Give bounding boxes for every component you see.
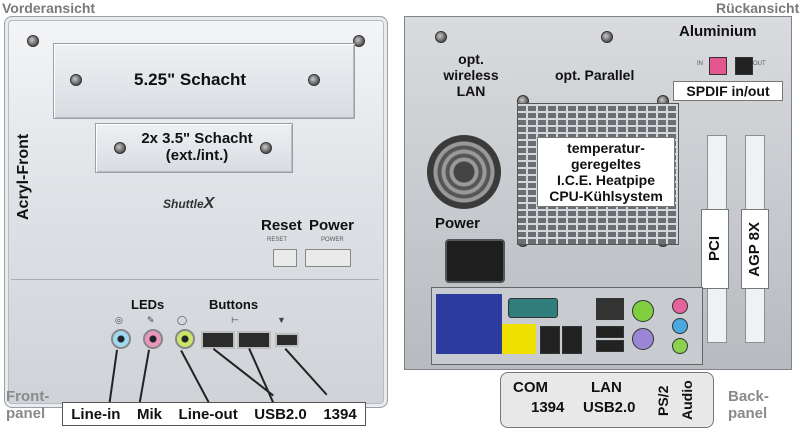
bay-525: 5.25" Schacht: [53, 43, 355, 119]
ps2-kbd-port[interactable]: [632, 328, 654, 350]
leds-label: LEDs: [131, 297, 165, 312]
lan-port[interactable]: [596, 298, 624, 320]
screw-icon: [27, 35, 39, 47]
usb-small-icon: ⊢: [231, 315, 239, 325]
spdif-label: SPDIF in/out: [673, 81, 783, 101]
pci-label: PCI: [706, 236, 723, 262]
reset-small-label: RESET: [267, 237, 288, 243]
aluminium-label: Aluminium: [679, 23, 757, 40]
frontpanel-caption: Front- panel: [6, 388, 49, 422]
heatpipe-line4: CPU-Kühlsystem: [549, 188, 663, 204]
ps2-mouse-port[interactable]: [632, 300, 654, 322]
wireless-line2: wireless: [443, 67, 499, 83]
reset-button[interactable]: [273, 249, 297, 267]
port-label-usb: USB2.0: [254, 405, 307, 423]
power-label: Power: [309, 217, 355, 234]
back-io-labels: COM 1394 LAN USB2.0 PS/2 Audio: [500, 372, 714, 428]
usb-back-1[interactable]: [596, 326, 624, 338]
frontpanel-caption-line2: panel: [6, 405, 46, 422]
mic-jack[interactable]: [143, 329, 163, 349]
buttons-label: Buttons: [209, 297, 259, 312]
wireless-line1: opt.: [458, 51, 484, 67]
shuttle-logo: ShuttleX: [163, 195, 214, 213]
screw-icon: [70, 74, 82, 86]
screw-icon: [308, 74, 320, 86]
shuttle-logo-mark: X: [203, 195, 215, 212]
firewire-small-icon: ▼: [277, 315, 286, 325]
port-label-1394: 1394: [323, 405, 357, 423]
screw-icon: [435, 31, 447, 43]
io-label-ps2: PS/2: [655, 385, 671, 417]
power-small-label: POWER: [321, 237, 344, 243]
bay-35-label: 2x 3.5" Schacht (ext./int.): [132, 130, 262, 164]
reset-label: Reset: [261, 217, 302, 234]
heatpipe-line3: I.C.E. Heatpipe: [556, 172, 656, 188]
screw-icon: [260, 142, 272, 154]
usb-port-2[interactable]: [237, 331, 271, 349]
port-label-mik: Mik: [136, 405, 162, 423]
audio-pink-jack[interactable]: [672, 298, 688, 314]
power-button[interactable]: [305, 249, 351, 267]
io-yellow-block: [502, 324, 536, 354]
backpanel-caption: Back- panel: [728, 388, 769, 422]
divider: [11, 279, 379, 280]
com-port[interactable]: [508, 298, 558, 318]
bay-35: 2x 3.5" Schacht (ext./int.): [95, 123, 293, 173]
power-socket[interactable]: [445, 239, 505, 283]
usb-back-2[interactable]: [596, 340, 624, 352]
screw-icon: [601, 31, 613, 43]
firewire-back-1[interactable]: [540, 326, 560, 354]
wireless-line3: LAN: [456, 83, 486, 99]
parallel-label: opt. Parallel: [555, 67, 635, 83]
port-label-line-out: Line-out: [178, 405, 238, 423]
firewire-back-2[interactable]: [562, 326, 582, 354]
acryl-front-label: Acryl-Front: [15, 133, 32, 221]
port-label-line-in: Line-in: [71, 405, 121, 423]
back-panel: opt. wireless LAN opt. Parallel Aluminiu…: [404, 16, 792, 370]
spdif-out-small: OUT: [753, 61, 766, 67]
bay-35-label-line2: (ext./int.): [165, 147, 229, 164]
heatpipe-line2: geregeltes: [570, 156, 642, 172]
wireless-lan-label: opt. wireless LAN: [439, 51, 503, 99]
frontpanel-caption-line1: Front-: [6, 388, 50, 405]
front-panel: 5.25" Schacht 2x 3.5" Schacht (ext./int.…: [4, 16, 388, 408]
screw-icon: [114, 142, 126, 154]
io-label-usb: USB2.0: [583, 399, 636, 416]
psu-fan-icon: [427, 135, 501, 209]
usb-port-1[interactable]: [201, 331, 235, 349]
heatpipe-label: temperatur- geregeltes I.C.E. Heatpipe C…: [537, 137, 675, 207]
backpanel-caption-line2: panel: [728, 405, 768, 422]
audio-blue-jack[interactable]: [672, 318, 688, 334]
firewire-port[interactable]: [275, 333, 299, 347]
headphone-small-icon: ◎: [115, 315, 123, 325]
spdif-out-port[interactable]: [735, 57, 753, 75]
line-in-jack[interactable]: [111, 329, 131, 349]
line-out-jack[interactable]: [175, 329, 195, 349]
screw-icon: [353, 35, 365, 47]
io-shield: [431, 287, 703, 365]
heatpipe-line1: temperatur-: [567, 140, 645, 156]
io-label-1394: 1394: [531, 399, 565, 416]
front-port-labels: Line-in Mik Line-out USB2.0 1394: [62, 402, 366, 426]
spdif-in-port[interactable]: [709, 57, 727, 75]
bay-525-label: 5.25" Schacht: [134, 70, 247, 89]
io-label-com: COM: [513, 379, 548, 396]
headset-small-icon: ◯: [177, 315, 188, 325]
mic-small-icon: ✎: [147, 315, 155, 325]
agp-label-box: AGP 8X: [741, 209, 769, 289]
spdif-in-small: IN: [697, 61, 703, 67]
io-label-audio: Audio: [679, 380, 695, 420]
power-label-back: Power: [435, 215, 481, 232]
backpanel-caption-line1: Back-: [728, 388, 769, 405]
agp-label: AGP 8X: [746, 221, 763, 277]
io-label-lan: LAN: [591, 379, 622, 396]
bay-35-label-line1: 2x 3.5" Schacht: [141, 130, 253, 147]
audio-green-jack[interactable]: [672, 338, 688, 354]
pci-label-box: PCI: [701, 209, 729, 289]
shuttle-logo-text: Shuttle: [163, 197, 204, 211]
front-view-heading: Vorderansicht: [2, 0, 96, 16]
back-view-heading: Rückansicht: [716, 0, 800, 16]
io-blue-block: [436, 294, 502, 354]
